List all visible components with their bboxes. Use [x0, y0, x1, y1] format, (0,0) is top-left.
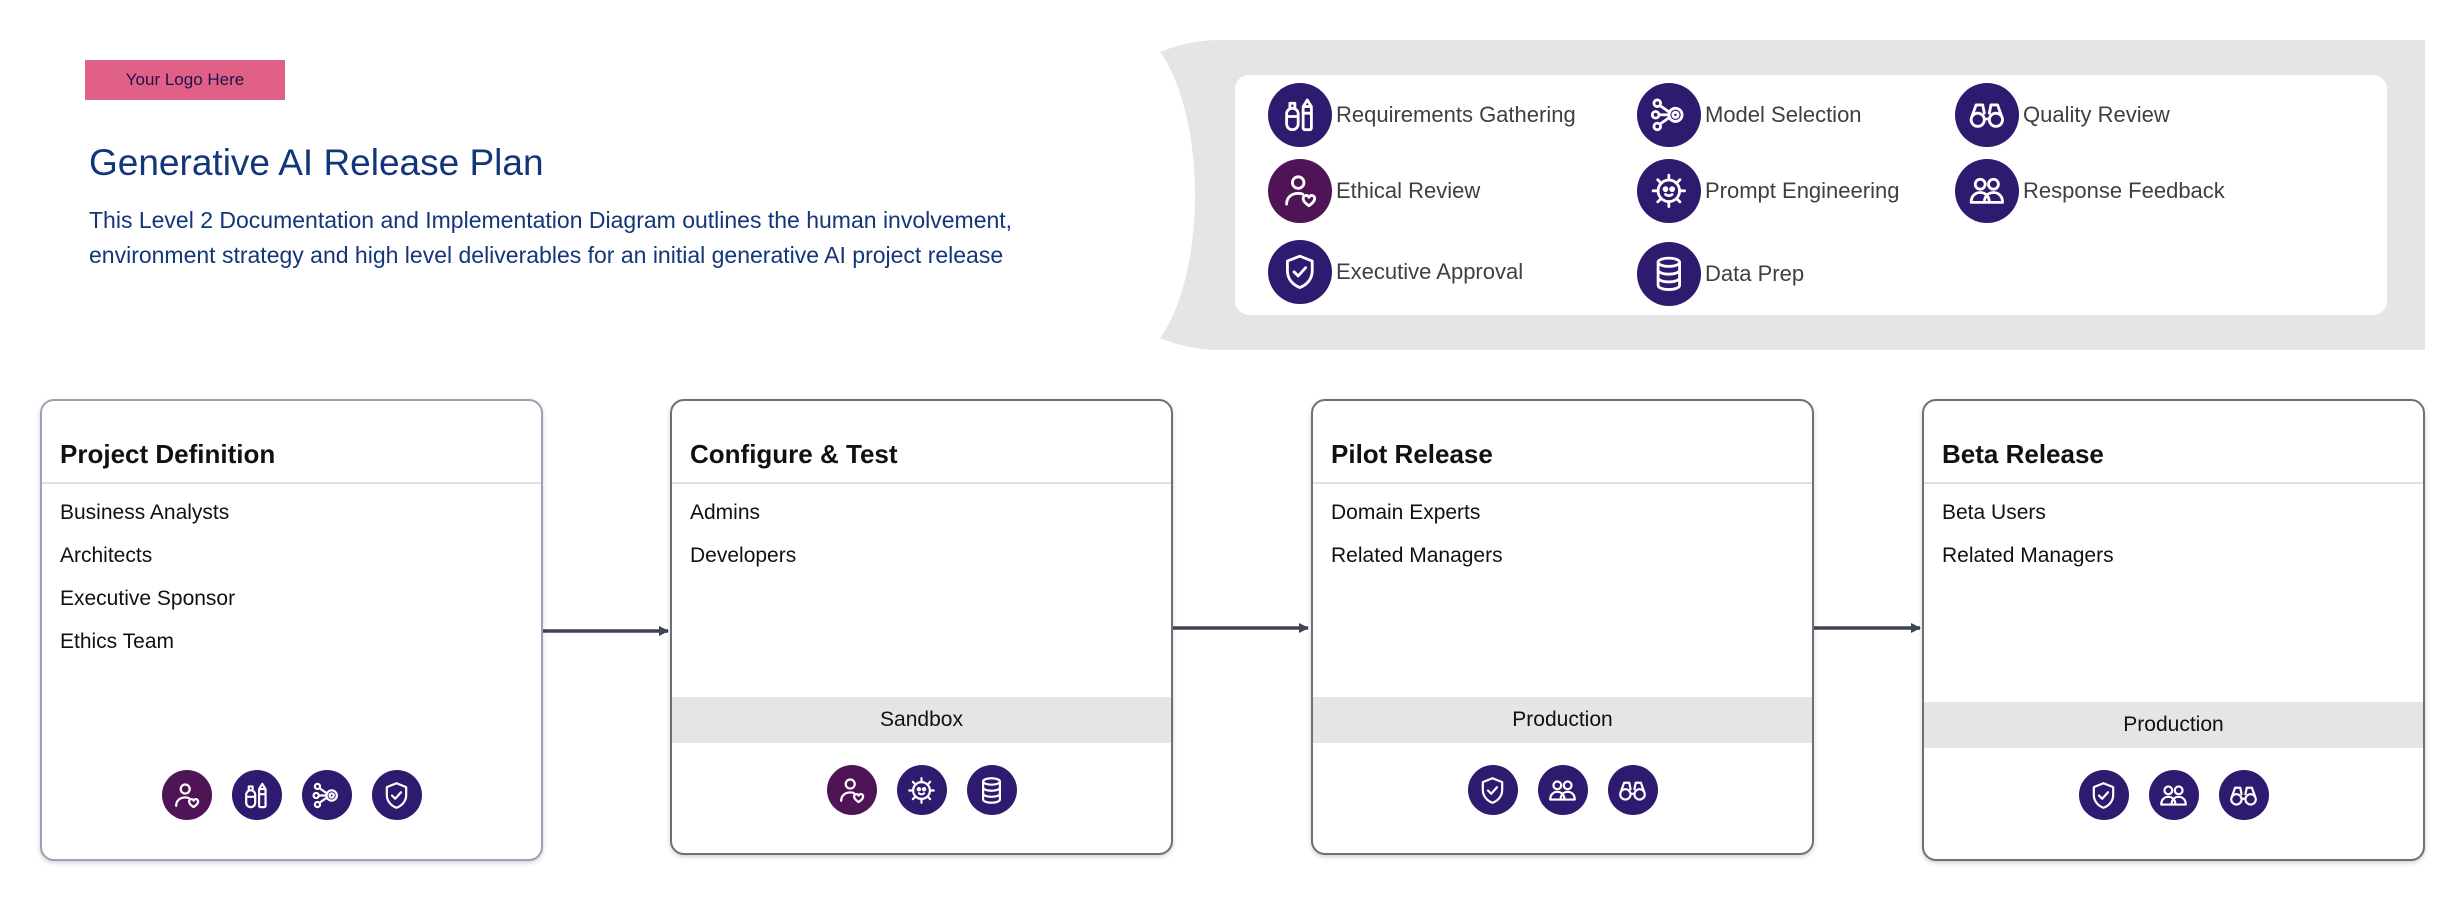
legend-item-model-selection: Model Selection — [1637, 83, 1862, 147]
role-item: Admins — [690, 501, 761, 524]
stage-card-beta-release: Beta Release Beta Users Related Managers… — [1922, 399, 2425, 861]
deliverable-icons — [42, 770, 541, 820]
model-selection-icon — [1637, 83, 1701, 147]
role-item: Beta Users — [1942, 501, 2046, 524]
legend-item-executive-approval: Executive Approval — [1268, 240, 1523, 304]
card-divider — [42, 482, 541, 484]
legend-label: Prompt Engineering — [1705, 178, 1900, 203]
legend-item-data-prep: Data Prep — [1637, 242, 1804, 306]
quality-review-icon — [2218, 770, 2269, 820]
stage-title: Configure & Test — [690, 439, 898, 469]
quality-review-icon — [1607, 765, 1658, 815]
legend-item-quality-review: Quality Review — [1955, 83, 2170, 147]
quality-review-icon — [1955, 83, 2019, 147]
ethical-review-icon — [1268, 159, 1332, 223]
environment-label: Production — [1313, 697, 1812, 743]
role-item: Related Managers — [1942, 544, 2114, 567]
response-feedback-icon — [1537, 765, 1588, 815]
stage-card-project-definition: Project Definition Business Analysts Arc… — [40, 399, 543, 861]
model-selection-icon — [301, 770, 352, 820]
role-item: Business Analysts — [60, 501, 230, 524]
role-list: Admins Developers — [690, 499, 796, 585]
card-divider — [672, 482, 1171, 484]
legend-item-response-feedback: Response Feedback — [1955, 159, 2225, 223]
legend-label: Model Selection — [1705, 102, 1862, 127]
legend-label: Requirements Gathering — [1336, 102, 1576, 127]
page-description: This Level 2 Documentation and Implement… — [89, 207, 1013, 268]
card-divider — [1313, 482, 1812, 484]
stage-title: Project Definition — [60, 439, 276, 469]
role-item: Executive Sponsor — [60, 587, 236, 610]
response-feedback-icon — [1955, 159, 2019, 223]
prompt-engineering-icon — [1637, 159, 1701, 223]
legend-label: Executive Approval — [1336, 259, 1524, 284]
logo-placeholder: Your Logo Here — [85, 60, 285, 100]
executive-approval-icon — [1467, 765, 1518, 815]
ethical-review-icon — [826, 765, 877, 815]
deliverable-icons — [1313, 765, 1812, 815]
role-item: Domain Experts — [1331, 501, 1481, 524]
environment-label: Sandbox — [672, 697, 1171, 743]
stage-card-configure-test: Configure & Test Admins Developers Sandb… — [670, 399, 1173, 855]
card-divider — [1924, 482, 2423, 484]
role-item: Architects — [60, 544, 153, 567]
legend-label: Quality Review — [2023, 102, 2170, 127]
requirements-gathering-icon — [231, 770, 282, 820]
page-title: Generative AI Release Plan — [89, 142, 544, 183]
deliverable-icons — [1924, 770, 2423, 820]
legend-label: Response Feedback — [2023, 178, 2225, 203]
legend-label: Data Prep — [1705, 261, 1805, 286]
data-prep-icon — [966, 765, 1017, 815]
data-prep-icon — [1637, 242, 1701, 306]
stage-title: Beta Release — [1942, 439, 2104, 469]
role-list: Domain Experts Related Managers — [1331, 499, 1503, 585]
role-list: Beta Users Related Managers — [1942, 499, 2114, 585]
response-feedback-icon — [2148, 770, 2199, 820]
role-item: Related Managers — [1331, 544, 1503, 567]
role-item: Ethics Team — [60, 630, 174, 653]
executive-approval-icon — [2078, 770, 2129, 820]
executive-approval-icon — [1268, 240, 1332, 304]
role-list: Business Analysts Architects Executive S… — [60, 499, 235, 671]
executive-approval-icon — [371, 770, 422, 820]
ethical-review-icon — [161, 770, 212, 820]
legend-label: Ethical Review — [1336, 178, 1481, 203]
deliverable-icons — [672, 765, 1171, 815]
role-item: Developers — [690, 544, 797, 567]
legend-item-prompt-engineering: Prompt Engineering — [1637, 159, 1899, 223]
legend-panel — [1235, 75, 2387, 315]
stage-card-pilot-release: Pilot Release Domain Experts Related Man… — [1311, 399, 1814, 855]
environment-label: Production — [1924, 702, 2423, 748]
legend-item-ethical-review: Ethical Review — [1268, 159, 1480, 223]
requirements-gathering-icon — [1268, 83, 1332, 147]
stage-title: Pilot Release — [1331, 439, 1493, 469]
legend-item-requirements-gathering: Requirements Gathering — [1268, 83, 1576, 147]
prompt-engineering-icon — [896, 765, 947, 815]
